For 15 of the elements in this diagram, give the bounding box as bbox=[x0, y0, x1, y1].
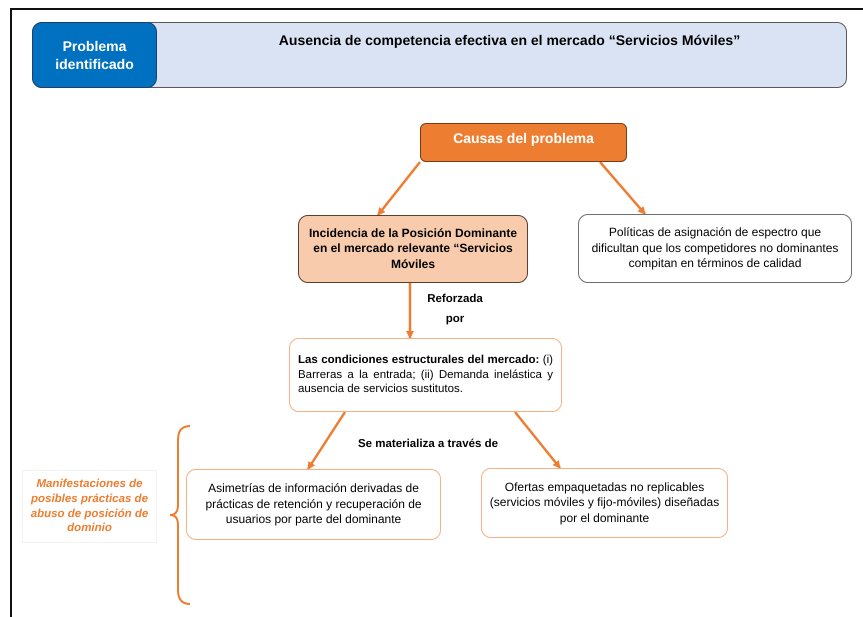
process-box: Políticas de asignación de espectro que dificultan que los competidores no dominantes compitan en términos de calidad bbox=[578, 214, 852, 283]
arrow bbox=[377, 161, 421, 216]
process-box: Ofertas empaquetadas no replicables (servicios móviles y fijo-móviles) diseñadas por el dominante bbox=[481, 468, 728, 538]
arrow bbox=[406, 283, 414, 339]
problem-tag: Problema identificado bbox=[32, 22, 157, 88]
arrow bbox=[599, 161, 646, 215]
problem-banner bbox=[32, 22, 847, 88]
arrow bbox=[306, 411, 346, 470]
process-box: Incidencia de la Posición Dominante en el mercado relevante “Servicios Móviles bbox=[298, 215, 528, 283]
heading-text: Ausencia de competencia efectiva en el mercado “Servicios Móviles” bbox=[278, 31, 742, 50]
note-box: Manifestaciones de posibles prácticas de abuso de posición de dominio bbox=[22, 470, 157, 543]
arrow bbox=[514, 411, 561, 469]
process-box: Las condiciones estructurales del mercado: (i) Barreras a la entrada; (ii) Demanda inelástica y ausencia de servicios sustitutos. bbox=[289, 338, 562, 412]
cause-box: Causas del problema bbox=[420, 123, 627, 162]
process-box: Asimetrías de información derivadas de prácticas de retención y recuperación de usuarios por parte del dominante bbox=[186, 469, 441, 540]
